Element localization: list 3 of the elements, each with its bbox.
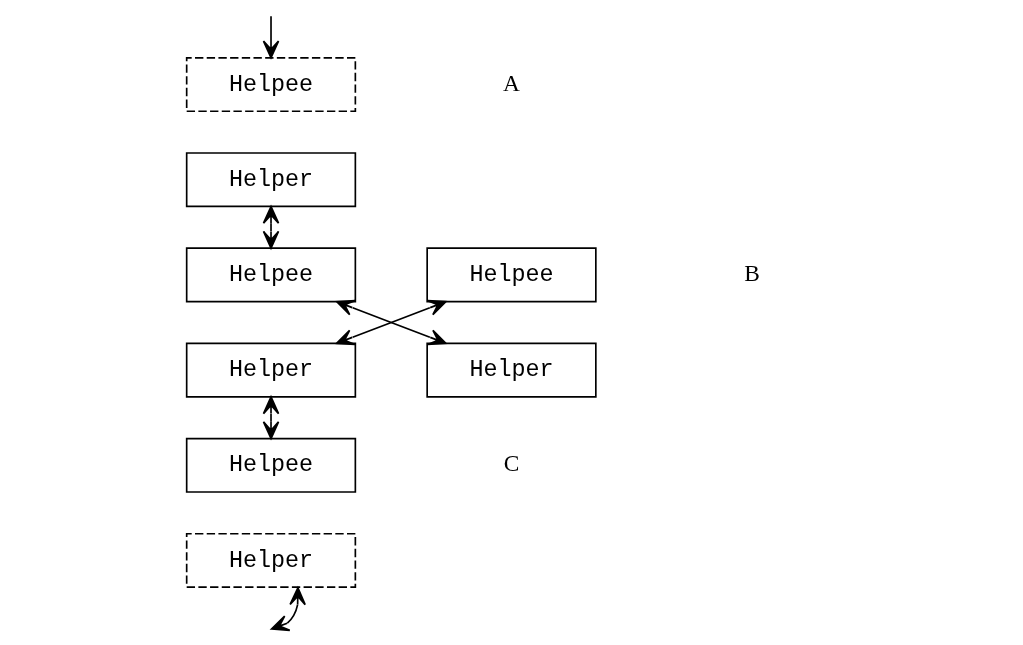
label: A — [503, 69, 520, 96]
label: C — [503, 450, 520, 477]
label: B — [744, 260, 760, 287]
